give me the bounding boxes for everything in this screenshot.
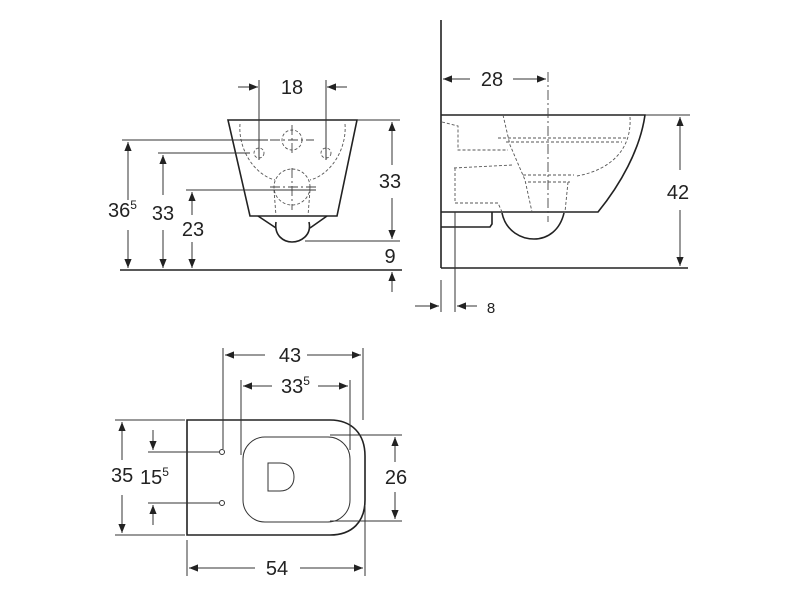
bowl-opening <box>267 462 295 492</box>
dim-43-label: 43 <box>279 345 301 367</box>
seat-outline <box>242 436 351 523</box>
dim-9-label: 9 <box>384 246 395 268</box>
dim-42-label: 42 <box>667 182 689 204</box>
bowl-outline <box>226 119 358 217</box>
front-view: 18 365 33 23 33 9 <box>108 77 402 292</box>
dim-15-5-label: 155 <box>140 465 169 489</box>
dim-28-label: 28 <box>481 69 503 91</box>
dim-23-label: 23 <box>182 219 204 241</box>
bowl-top-outline <box>186 419 366 536</box>
dim-18-label: 18 <box>281 77 303 99</box>
siphon-outline <box>257 215 328 243</box>
side-view: 28 42 8 <box>415 20 690 317</box>
dim-26-label: 26 <box>385 467 407 489</box>
dim-8-label: 8 <box>487 300 495 317</box>
dim-35-label: 35 <box>111 465 133 487</box>
dim-33-right-label: 33 <box>379 171 401 193</box>
bowl-side-outline <box>441 114 646 213</box>
dim-33-5-label: 335 <box>281 374 310 398</box>
dim-36-5-label: 365 <box>108 198 137 222</box>
top-view: 43 335 35 155 26 54 <box>111 345 407 580</box>
dim-33-left-label: 33 <box>152 203 174 225</box>
dim-54-label: 54 <box>266 558 288 580</box>
